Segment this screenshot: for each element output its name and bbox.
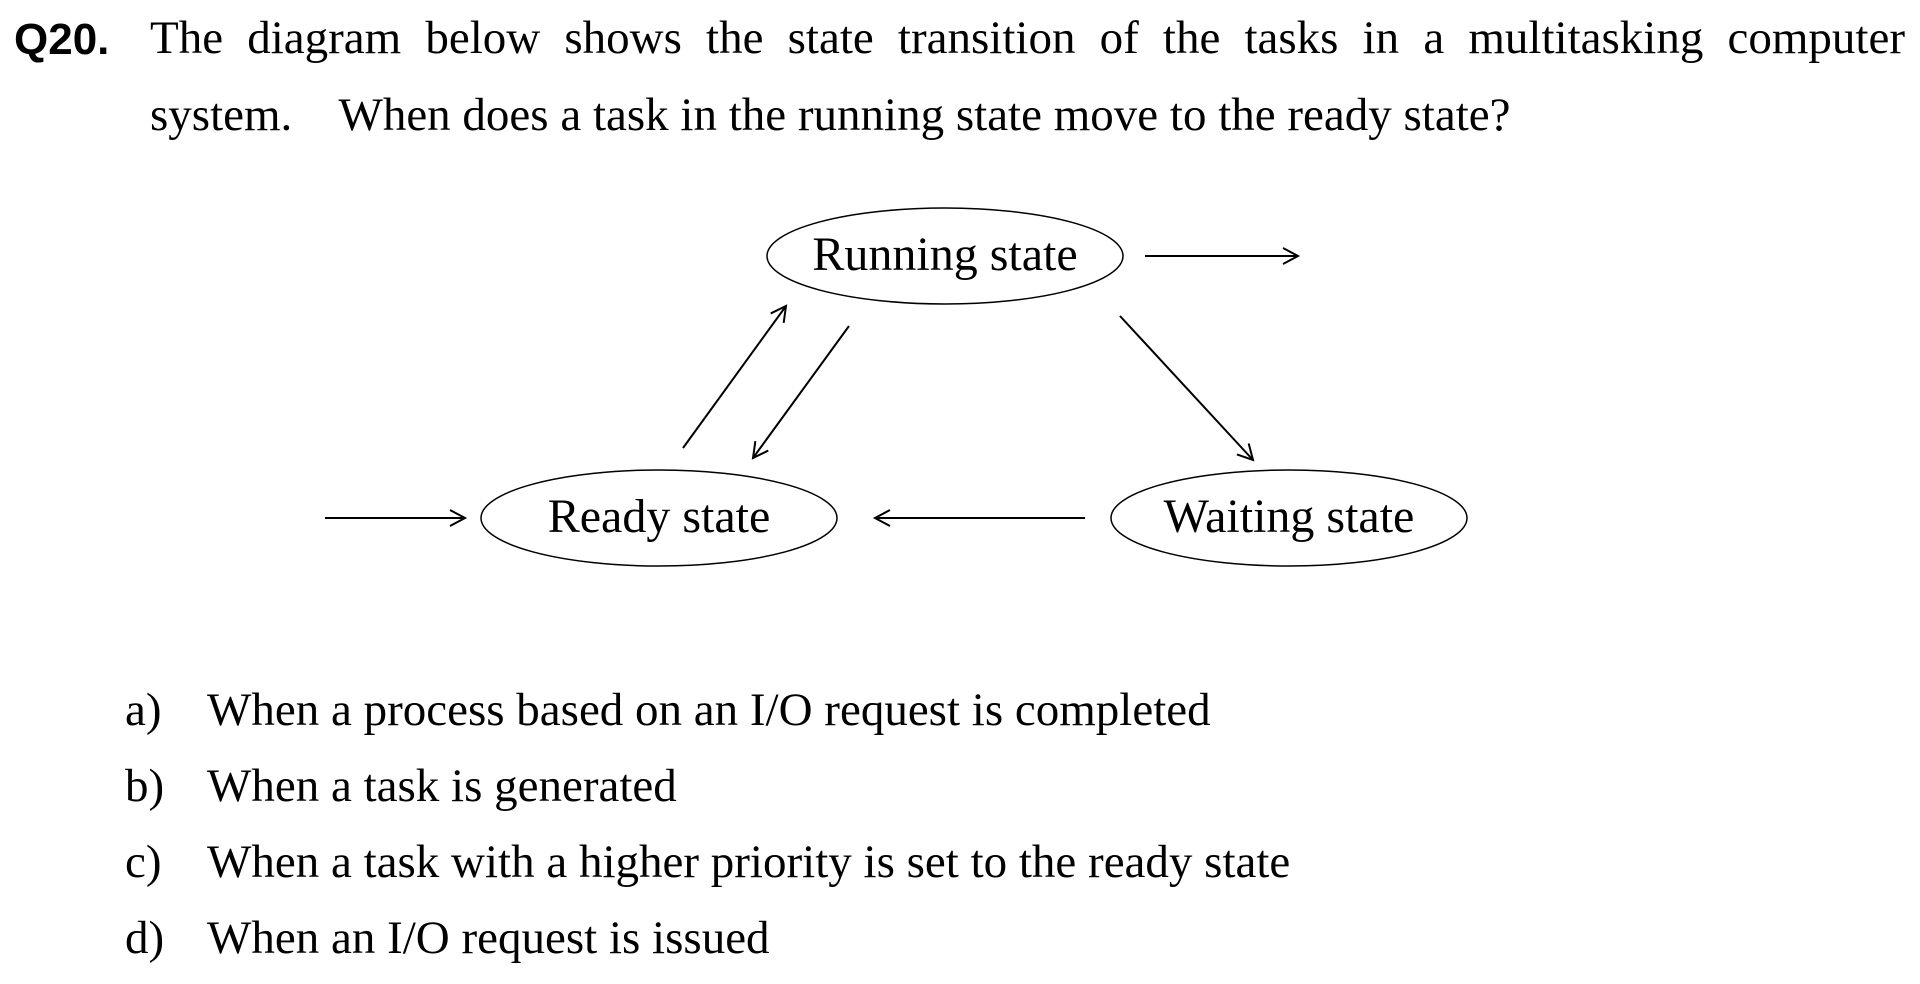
arrow-running-to-waiting [1119,315,1255,462]
option-letter: b) [125,760,165,812]
ready-state-label: Ready state [548,490,771,543]
option-text: When a task is generated [207,760,677,812]
waiting-state-label: Waiting state [1164,490,1415,543]
answer-options: a) When a process based on an I/O request… [125,680,1290,984]
option-text: When a task with a higher priority is se… [207,836,1291,888]
waiting-state-node: Waiting state [1110,469,1468,567]
option-letter: c) [125,836,162,888]
question-text-line-2: system. When does a task in the running … [150,89,1511,141]
running-state-label: Running state [812,228,1077,281]
question-number: Q20. [14,15,110,64]
arrow-ready-to-running [682,304,788,449]
option-letter: a) [125,684,162,736]
question-text-line-1: The diagram below shows the state transi… [150,12,1905,64]
option-text: When a process based on an I/O request i… [207,684,1211,736]
option-text: When an I/O request is issued [207,912,770,964]
option-d[interactable]: d) When an I/O request is issued [125,908,1290,984]
arrow-running-to-ready [751,325,850,460]
state-transition-diagram: Running state Ready state Waiting state [325,207,1468,567]
option-a[interactable]: a) When a process based on an I/O request… [125,680,1290,756]
option-letter: d) [125,912,165,964]
running-state-node: Running state [766,207,1124,305]
ready-state-node: Ready state [480,469,838,567]
option-c[interactable]: c) When a task with a higher priority is … [125,832,1290,908]
option-b[interactable]: b) When a task is generated [125,756,1290,832]
